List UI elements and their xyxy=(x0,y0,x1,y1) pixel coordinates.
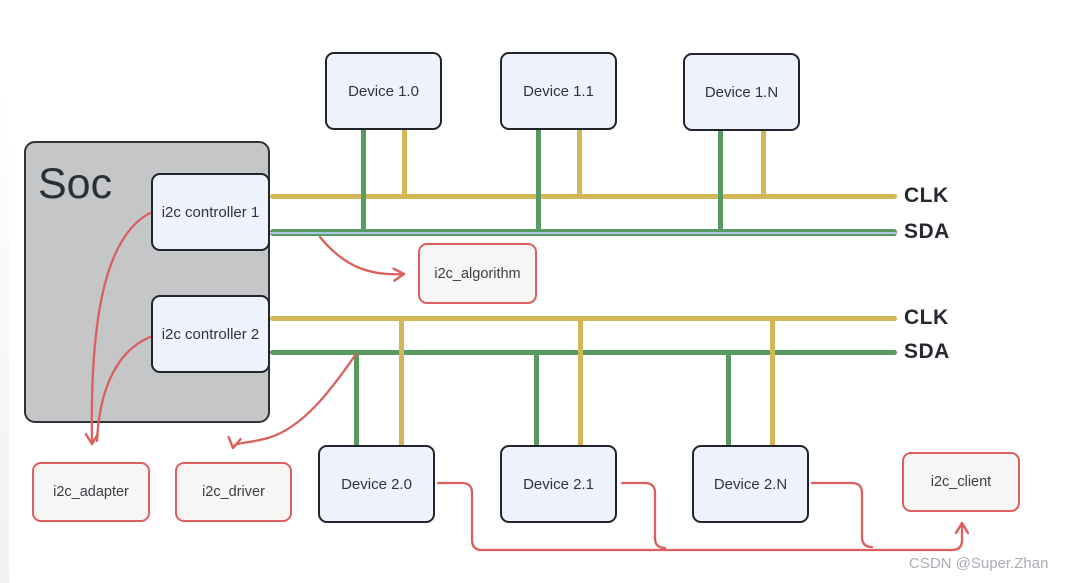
device-2-n-sda-drop xyxy=(726,350,731,447)
device-1-0-sda-drop xyxy=(361,128,366,235)
device-1-1-label: Device 1.1 xyxy=(523,82,594,100)
device-1-1-box: Device 1.1 xyxy=(500,52,617,130)
device-1-0-label: Device 1.0 xyxy=(348,82,419,100)
bus2-sda-label: SDA xyxy=(904,340,950,363)
bus2-sda-wire xyxy=(270,350,897,355)
device-1-n-box: Device 1.N xyxy=(683,53,800,131)
i2c-adapter-label: i2c_adapter xyxy=(53,484,129,500)
i2c-algorithm-label: i2c_algorithm xyxy=(434,265,521,282)
bus1-clk-wire xyxy=(270,194,897,199)
i2c-controller-2-label: i2c controller 2 xyxy=(161,325,260,343)
device-1-0-clk-drop xyxy=(402,128,407,199)
bus2-clk-label: CLK xyxy=(904,306,949,329)
device-2-1-sda-drop xyxy=(534,350,539,447)
i2c-controller-2-box: i2c controller 2 xyxy=(151,295,270,373)
i2c-adapter-box: i2c_adapter xyxy=(32,462,150,522)
device-2-0-label: Device 2.0 xyxy=(341,475,412,493)
device-2-0-sda-drop xyxy=(354,350,359,447)
device-2-1-clk-drop xyxy=(578,316,583,447)
device-2-1-box: Device 2.1 xyxy=(500,445,617,523)
connector-device21-join xyxy=(620,481,667,550)
device-1-n-label: Device 1.N xyxy=(704,83,779,101)
device-2-n-clk-drop xyxy=(770,316,775,447)
device-1-n-clk-drop xyxy=(761,129,766,199)
i2c-driver-box: i2c_driver xyxy=(175,462,292,522)
device-1-0-box: Device 1.0 xyxy=(325,52,442,130)
i2c-controller-1-label: i2c controller 1 xyxy=(161,203,260,221)
i2c-client-label: i2c_client xyxy=(930,474,992,490)
csdn-watermark: CSDN @Super.Zhan xyxy=(909,555,1049,572)
soc-label: Soc xyxy=(38,160,113,208)
device-2-n-label: Device 2.N xyxy=(713,475,788,493)
bus1-clk-label: CLK xyxy=(904,184,949,207)
page-edge-shadow xyxy=(0,90,9,583)
device-1-1-clk-drop xyxy=(577,128,582,199)
device-1-1-sda-drop xyxy=(536,128,541,235)
device-2-1-label: Device 2.1 xyxy=(523,475,594,493)
i2c-controller-1-box: i2c controller 1 xyxy=(151,173,270,251)
i2c-algorithm-box: i2c_algorithm xyxy=(418,243,537,304)
device-2-n-box: Device 2.N xyxy=(692,445,809,523)
connector-sda1-to-algorithm xyxy=(318,235,406,282)
bus1-sda-label: SDA xyxy=(904,220,950,243)
i2c-driver-label: i2c_driver xyxy=(202,484,265,500)
bus2-clk-wire xyxy=(270,316,897,321)
device-1-n-sda-drop xyxy=(718,129,723,235)
bus1-sda-core-stripe xyxy=(253,231,897,234)
connector-device2n-join xyxy=(810,481,874,549)
device-2-0-box: Device 2.0 xyxy=(318,445,435,523)
i2c-client-box: i2c_client xyxy=(902,452,1020,512)
device-2-0-clk-drop xyxy=(399,316,404,447)
